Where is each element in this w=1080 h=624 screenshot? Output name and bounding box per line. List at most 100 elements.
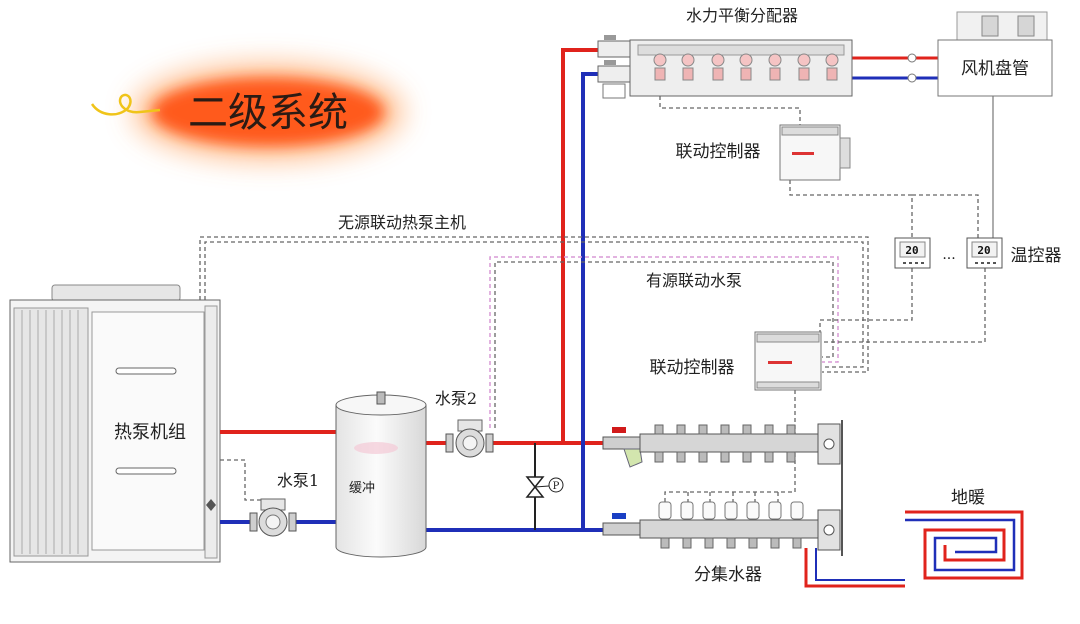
pipes bbox=[220, 48, 938, 588]
distributor-header-bar bbox=[637, 44, 845, 56]
controller-bottom-label: 联动控制器 bbox=[650, 358, 735, 378]
distributor-bracket bbox=[602, 83, 626, 99]
thermostat-label: 温控器 bbox=[1011, 246, 1062, 266]
distributor-inlet-return bbox=[597, 65, 631, 83]
distributor-valve-body bbox=[826, 67, 838, 81]
manifold-top-fitting bbox=[742, 424, 752, 435]
active-link-wire-grey bbox=[494, 261, 834, 428]
active-link-label: 有源联动水泵 bbox=[646, 271, 742, 290]
manifold-return-ports bbox=[660, 537, 802, 549]
floor-heating-coil-return bbox=[905, 518, 1016, 572]
floor-heating: 地暖 bbox=[905, 488, 1024, 580]
thermostat-1-screen bbox=[899, 241, 926, 258]
pump-2-flange-right bbox=[485, 433, 494, 453]
controller-bottom-bottom-terminals bbox=[756, 381, 820, 389]
pump-1-flange-left bbox=[249, 512, 258, 532]
manifold-bottom-outlet bbox=[660, 537, 670, 549]
distributor-valve-head bbox=[711, 53, 725, 67]
fan-coil-body bbox=[937, 39, 1053, 97]
thermostat-separator: ... bbox=[942, 247, 955, 263]
manifold-supply-vent-icon bbox=[823, 438, 835, 450]
heat-pump-side-rail bbox=[204, 305, 218, 559]
controller-bottom-terminals bbox=[756, 333, 820, 343]
floor-heating-coil-supply bbox=[905, 510, 1024, 580]
controller-top-label: 联动控制器 bbox=[676, 142, 761, 162]
heat-pump-handle-top bbox=[115, 367, 177, 375]
manifold-return-vent-icon bbox=[823, 524, 835, 536]
distributor-valve-body bbox=[654, 67, 666, 81]
manifold-bottom-outlet bbox=[748, 537, 758, 549]
thermostat-2-screen bbox=[971, 241, 998, 258]
controller-top-side-terminal bbox=[839, 137, 851, 169]
thermostat-2-to-controller-wire bbox=[822, 268, 986, 343]
passive-link-wire-outer bbox=[199, 236, 869, 373]
pump-2-flange-left bbox=[445, 433, 454, 453]
swirl-decoration-icon bbox=[90, 93, 161, 116]
manifold-bottom-outlet bbox=[770, 537, 780, 549]
distributor-valve-head bbox=[739, 53, 753, 67]
distributor-valve-body bbox=[769, 67, 781, 81]
distributor-valve-heads bbox=[653, 53, 839, 81]
supply-riser-to-distributor bbox=[561, 48, 600, 443]
manifold-strainer-icon bbox=[623, 448, 643, 468]
floor-heating-label: 地暖 bbox=[951, 488, 985, 508]
manifold-top-outlet bbox=[764, 451, 774, 463]
pressure-gauge-icon bbox=[548, 477, 564, 493]
pump-2-rotor bbox=[462, 435, 478, 451]
manifold-label: 分集水器 bbox=[694, 565, 762, 585]
heat-pump-handle-bottom bbox=[115, 467, 177, 475]
manifold-top-outlet bbox=[654, 451, 664, 463]
heat-pump-to-pump-1-wire bbox=[220, 459, 261, 501]
passive-link-label: 无源联动热泵主机 bbox=[338, 213, 466, 232]
distributor-valve-head bbox=[797, 53, 811, 67]
manifold-actuator bbox=[790, 501, 804, 520]
manifold-actuator-taps bbox=[687, 492, 779, 503]
manifold-return-inlet-valve bbox=[602, 522, 641, 536]
linkage-controller-top: 联动控制器 bbox=[676, 124, 851, 181]
fan-coil-elbow-return bbox=[907, 73, 917, 83]
manifold-supply-valve-handle bbox=[612, 427, 626, 433]
manifold: 分集水器 bbox=[602, 420, 843, 585]
heat-pump-top-cap bbox=[51, 284, 181, 302]
controller-to-thermostat-2-wire bbox=[912, 194, 979, 238]
heat-pump-side-diamond-icon bbox=[206, 499, 216, 511]
return-riser-to-distributor bbox=[581, 72, 600, 530]
manifold-top-outlet bbox=[720, 451, 730, 463]
distributor-valve-head bbox=[768, 53, 782, 67]
distributor-valve-head bbox=[681, 53, 695, 67]
signal-wiring: 无源联动热泵主机 有源联动水泵 bbox=[199, 96, 986, 503]
passive-link-wire-inner bbox=[204, 241, 864, 368]
pump-1-label: 水泵1 bbox=[277, 471, 319, 490]
distributor-inlet-supply-handle bbox=[604, 35, 616, 40]
manifold-supply-inlet-valve bbox=[602, 436, 641, 450]
buffer-tank-body bbox=[335, 405, 427, 558]
pump-2: 水泵2 bbox=[435, 389, 494, 458]
distributor-valve-body bbox=[682, 67, 694, 81]
pressure-gauge-label: P bbox=[553, 481, 560, 492]
manifold-top-fitting bbox=[786, 424, 796, 435]
bypass-valve-lower-icon bbox=[525, 485, 545, 498]
fan-coil-fan-left-icon bbox=[981, 15, 999, 37]
manifold-top-fitting bbox=[720, 424, 730, 435]
manifold-bottom-outlet bbox=[792, 537, 802, 549]
manifold-top-fitting bbox=[676, 424, 686, 435]
pump-1-rotor bbox=[265, 514, 281, 530]
controller-bottom-brand-mark bbox=[768, 361, 792, 364]
manifold-top-outlet bbox=[698, 451, 708, 463]
manifold-top-outlet bbox=[742, 451, 752, 463]
manifold-bottom-outlet bbox=[704, 537, 714, 549]
buffer-tank-label: 缓冲 bbox=[349, 481, 375, 496]
manifold-actuator bbox=[724, 501, 738, 520]
heat-pump-grille-slats bbox=[21, 310, 79, 554]
manifold-actuators bbox=[658, 501, 804, 520]
title-badge: 二级系统 bbox=[90, 64, 403, 160]
fan-coil-fan-right-icon bbox=[1017, 15, 1035, 37]
heat-pump-grille bbox=[13, 307, 89, 557]
buffer-tank-sticker bbox=[354, 442, 398, 454]
manifold-actuator bbox=[680, 501, 694, 520]
title-glow-inner bbox=[152, 78, 384, 146]
fan-coil-label: 风机盘管 bbox=[961, 59, 1029, 79]
fan-coil-elbow-supply bbox=[907, 53, 917, 63]
manifold-supply-ports bbox=[654, 424, 796, 463]
bypass-valve-upper-icon bbox=[525, 476, 545, 489]
